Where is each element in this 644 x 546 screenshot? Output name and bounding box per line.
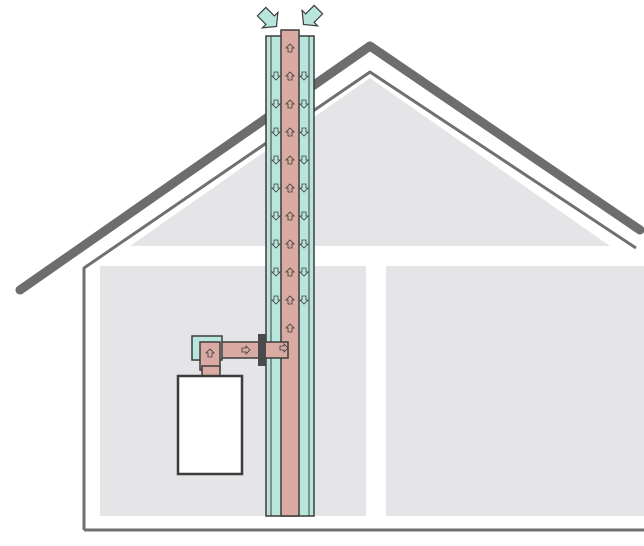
arrow-up-icon [285, 99, 295, 109]
arrow-up-icon [285, 295, 295, 305]
arrow-down-icon [271, 71, 281, 81]
arrow-down-icon [299, 183, 309, 193]
boiler [176, 374, 244, 476]
arrow-down-icon [299, 127, 309, 137]
house-outline [82, 70, 637, 530]
curved-arrow-down-icon [256, 6, 279, 29]
room-right [386, 266, 644, 516]
arrow-up-icon [285, 239, 295, 249]
arrow-down-icon [271, 155, 281, 165]
arrow-up-icon [285, 43, 295, 53]
arrow-up-icon [279, 343, 289, 353]
arrow-down-icon [299, 211, 309, 221]
arrow-up-icon [285, 267, 295, 277]
arrow-down-icon [299, 99, 309, 109]
connector-collar [258, 334, 266, 366]
attic [130, 78, 610, 246]
arrow-down-icon [299, 295, 309, 305]
roof [15, 41, 644, 295]
arrow-up-icon [285, 323, 295, 333]
arrow-down-icon [299, 239, 309, 249]
arrow-down-icon [299, 155, 309, 165]
arrow-down-icon [271, 183, 281, 193]
arrow-up-icon [285, 183, 295, 193]
arrow-down-icon [271, 127, 281, 137]
arrow-up-icon [205, 348, 215, 358]
arrow-up-icon [285, 155, 295, 165]
arrow-down-icon [271, 99, 281, 109]
arrow-down-icon [271, 211, 281, 221]
arrow-down-icon [299, 71, 309, 81]
curved-arrow-down-icon [301, 4, 324, 27]
flow-arrows [205, 43, 309, 358]
arrow-up-icon [241, 345, 251, 355]
arrow-down-icon [271, 295, 281, 305]
arrow-up-icon [285, 211, 295, 221]
arrow-up-icon [285, 127, 295, 137]
arrow-down-icon [271, 239, 281, 249]
arrow-down-icon [299, 267, 309, 277]
arrow-down-icon [271, 267, 281, 277]
arrow-up-icon [285, 71, 295, 81]
